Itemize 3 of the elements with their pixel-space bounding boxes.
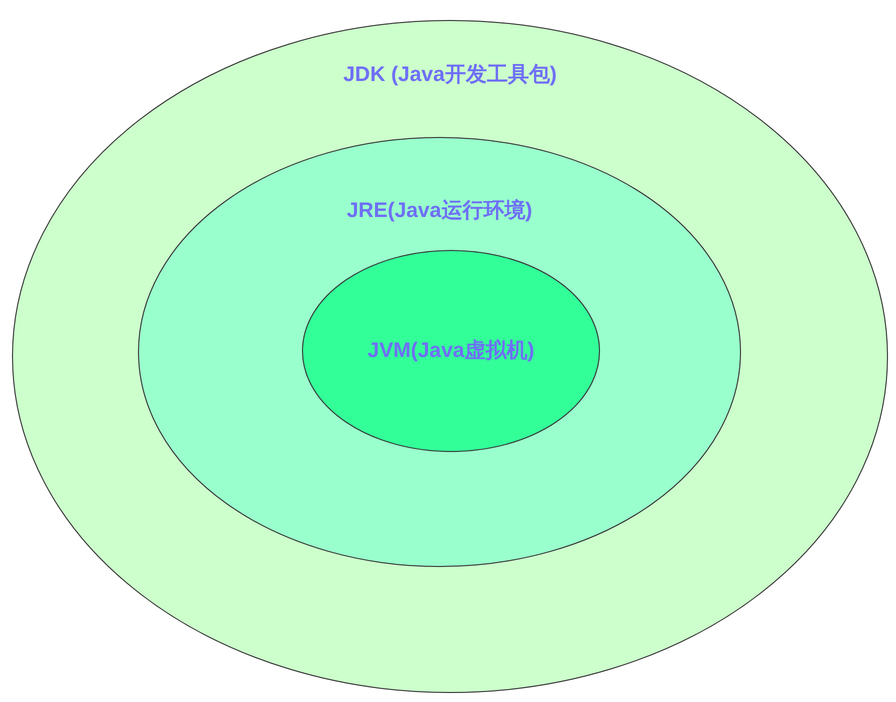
ellipse-label: JDK (Java开发工具包) <box>343 62 557 88</box>
ellipse-label: JVM(Java虚拟机) <box>368 338 534 364</box>
ellipse-label: JRE(Java运行环境) <box>346 198 532 224</box>
